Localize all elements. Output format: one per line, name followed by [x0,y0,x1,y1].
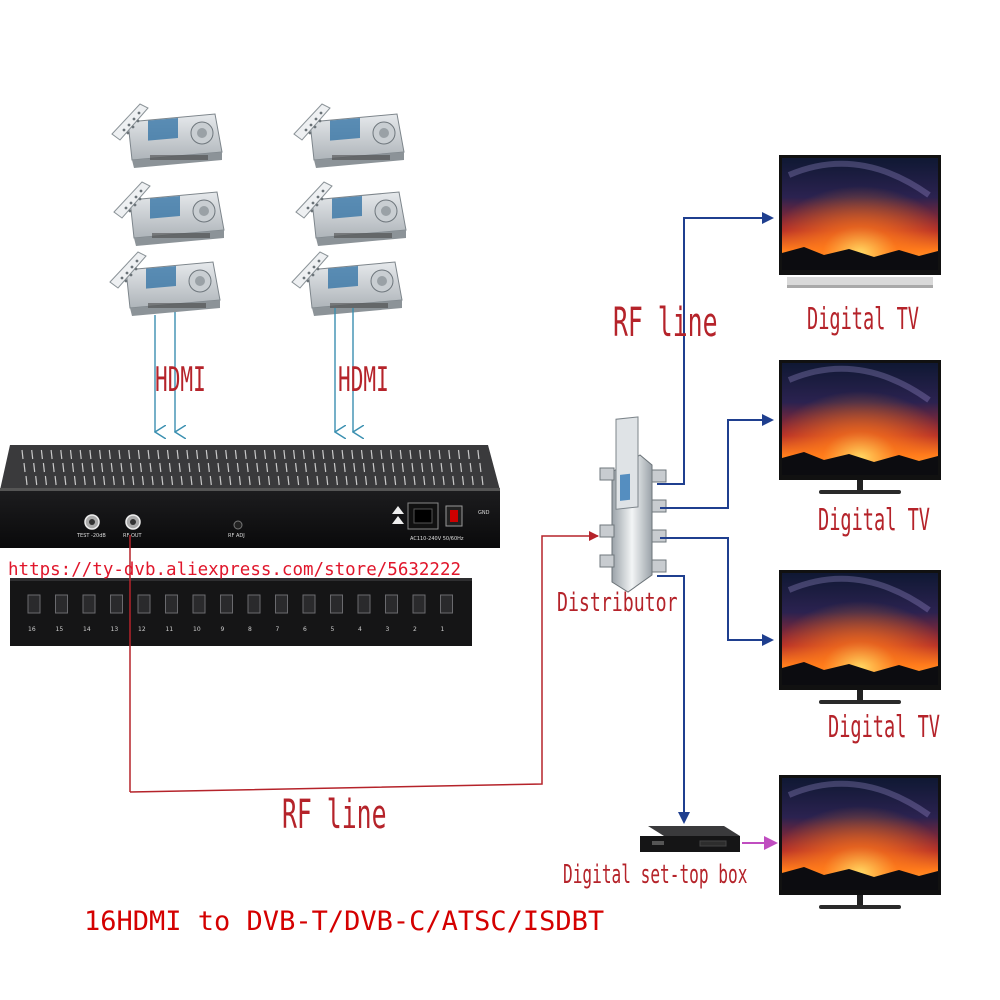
hdmi-input-port [330,594,343,614]
hdmi-port-number: 3 [385,626,390,633]
bottom-title: 16HDMI to DVB-T/DVB-C/ATSC/ISDBT [84,906,605,937]
receiver-unit [293,103,405,169]
rf-line-encoder-to-distributor [129,531,599,793]
distributor-splitter [599,416,667,593]
hdmi-input-port [82,594,96,614]
test-port-label: TEST -20dB [77,533,106,539]
hdmi-input-port [55,594,68,614]
receiver-unit [109,251,221,317]
digital-tv-screen [779,775,941,909]
hdmi-port-number: 6 [303,626,307,633]
set-top-box [640,826,740,852]
hdmi-input-port [137,594,151,614]
hdmi-input-port [275,594,288,614]
hdmi-label-left: HDMI [155,360,206,400]
rf-line-to-tv-1 [657,212,774,485]
rf-line-to-tv-3 [660,537,774,646]
hdmi-input-port [192,594,206,614]
hdmi-port-number: 10 [193,626,201,633]
hdmi-arrows-left [155,312,175,432]
hdmi-port-number: 14 [83,626,91,633]
digital-tv-screen [779,360,941,494]
tv-label-3: Digital TV [828,710,940,745]
set-top-box-label: Digital set-top box [563,860,748,890]
hdmi-port-number: 4 [358,626,362,633]
rf-line-to-tv-2 [660,414,774,509]
hdmi-arrows-right [335,308,353,432]
rf-out-label: RF OUT [123,533,142,539]
hdmi-input-port [220,594,233,614]
rf-adj-label: RF ADJ [228,533,245,539]
receiver-unit [113,181,225,247]
hdmi-port-number: 15 [55,626,64,633]
hdmi-port-number: 5 [330,626,335,633]
hdmi-input-port [110,594,123,614]
hdmi-input-port [247,594,261,614]
rf-line-to-set-top-box [657,575,690,824]
digital-tv-screen [779,570,941,704]
tv-label-2: Digital TV [818,503,930,538]
hdmi-port-number: 2 [413,626,417,633]
rf-line-label-top: RF line [613,300,718,346]
gnd-label: GND [478,510,490,516]
encoder-chassis [0,445,500,646]
receiver-unit [111,103,223,169]
hdmi-port-number: 1 [440,626,445,633]
hdmi-input-port [165,594,178,614]
digital-tv-screen [779,155,941,288]
receiver-unit [291,251,403,317]
hdmi-input-port [302,594,316,614]
hdmi-input-port [357,594,371,614]
hdmi-input-port [440,594,453,614]
hdmi-port-number: 12 [138,626,146,633]
hdmi-port-number: 13 [110,626,119,633]
watermark-url: https://ty-dvb.aliexpress.com/store/5632… [8,560,462,580]
power-label: AC110-240V 50/60Hz [410,536,464,542]
tv-label-1: Digital TV [807,302,919,337]
receiver-unit [295,181,407,247]
hdmi-input-port [412,594,426,614]
rf-line-label-bottom: RF line [282,792,387,838]
hdmi-label-right: HDMI [338,360,389,400]
hdmi-input-port [27,594,41,614]
distributor-label: Distributor [557,588,678,618]
hdmi-port-number: 8 [248,626,252,633]
hdmi-input-port [385,594,398,614]
hdmi-port-number: 16 [28,626,36,633]
hdmi-port-number: 9 [220,626,225,633]
hdmi-port-number: 7 [275,626,280,633]
hdmi-port-number: 11 [165,626,174,633]
